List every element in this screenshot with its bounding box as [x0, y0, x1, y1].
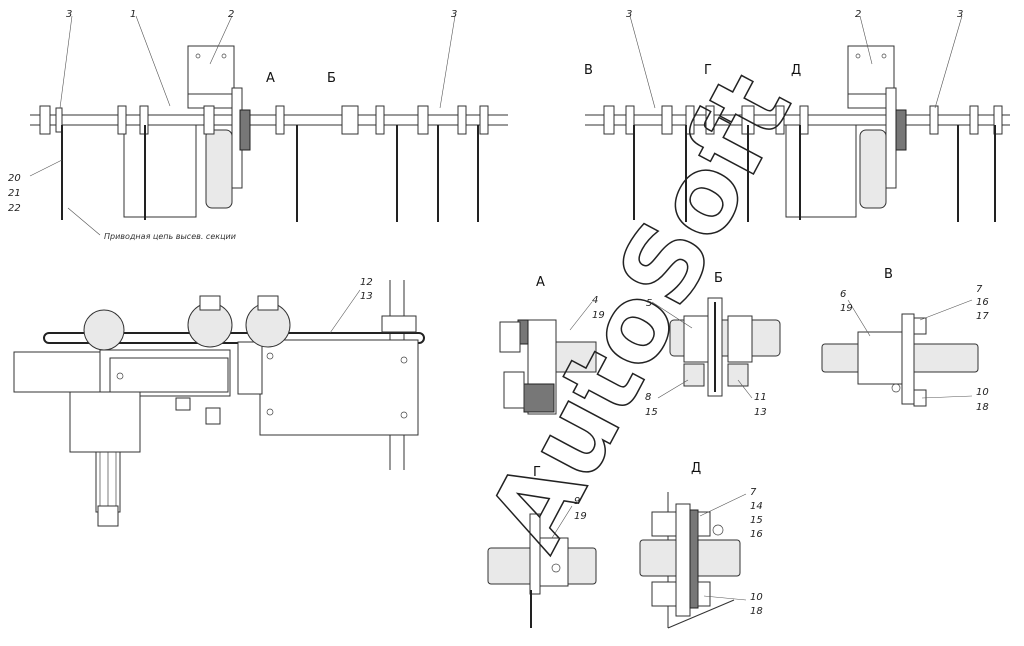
view-a-detail — [499, 301, 597, 415]
view-title-g: Г — [533, 465, 541, 480]
label-12: 12 — [360, 277, 373, 288]
view-v-detail — [821, 299, 979, 407]
label-6: 6 — [840, 289, 846, 300]
label-1: 1 — [130, 9, 136, 20]
view-title-v: В — [884, 267, 893, 282]
label-2a: 2 — [228, 9, 234, 20]
label-15a: 15 — [645, 407, 658, 418]
view-letter-v-top: В — [584, 63, 593, 78]
view-title-d: Д — [691, 461, 701, 476]
view-title-b: Б — [714, 271, 723, 286]
drive-detail-assembly — [13, 280, 425, 527]
label-13b: 13 — [754, 407, 767, 418]
top-right-assembly — [585, 15, 1010, 222]
label-9: 9 — [574, 496, 580, 507]
label-19c: 19 — [574, 511, 587, 522]
label-10a: 10 — [976, 387, 989, 398]
label-4: 4 — [592, 295, 598, 306]
label-3a: 3 — [66, 9, 72, 20]
label-8: 8 — [645, 392, 651, 403]
view-letter-d-top: Д — [791, 63, 801, 78]
label-3c: 3 — [626, 9, 632, 20]
label-7a: 7 — [976, 284, 983, 295]
label-15b: 15 — [750, 515, 763, 526]
label-2b: 2 — [855, 9, 861, 20]
view-letter-a-top: А — [266, 71, 275, 86]
label-19b: 19 — [840, 303, 853, 314]
position-labels: 3 1 2 3 3 2 3 20 21 22 12 13 4 19 5 8 15… — [8, 9, 989, 617]
label-3b: 3 — [451, 9, 457, 20]
top-left-assembly — [29, 15, 508, 236]
label-18a: 18 — [976, 402, 989, 413]
view-g-detail — [487, 505, 597, 628]
label-16a: 16 — [976, 297, 989, 308]
view-title-a: А — [536, 275, 545, 290]
label-13a: 13 — [360, 291, 373, 302]
view-b-detail — [651, 297, 781, 399]
label-11: 11 — [754, 392, 767, 403]
label-16b: 16 — [750, 529, 763, 540]
label-18b: 18 — [750, 606, 763, 617]
label-22: 22 — [8, 203, 21, 214]
label-3d: 3 — [957, 9, 963, 20]
label-14: 14 — [750, 501, 763, 512]
view-d-detail — [639, 492, 747, 629]
view-letter-b-top: Б — [327, 71, 336, 86]
label-5: 5 — [646, 298, 652, 309]
watermark: AutoSoft — [465, 54, 815, 568]
label-20: 20 — [8, 173, 21, 184]
label-19a: 19 — [592, 310, 605, 321]
drive-chain-note: Приводная цепь высев. секции — [104, 232, 236, 241]
label-10b: 10 — [750, 592, 763, 603]
label-21: 21 — [8, 188, 21, 199]
label-17: 17 — [976, 311, 989, 322]
label-7b: 7 — [750, 487, 757, 498]
view-letter-g-top: Г — [704, 63, 712, 78]
